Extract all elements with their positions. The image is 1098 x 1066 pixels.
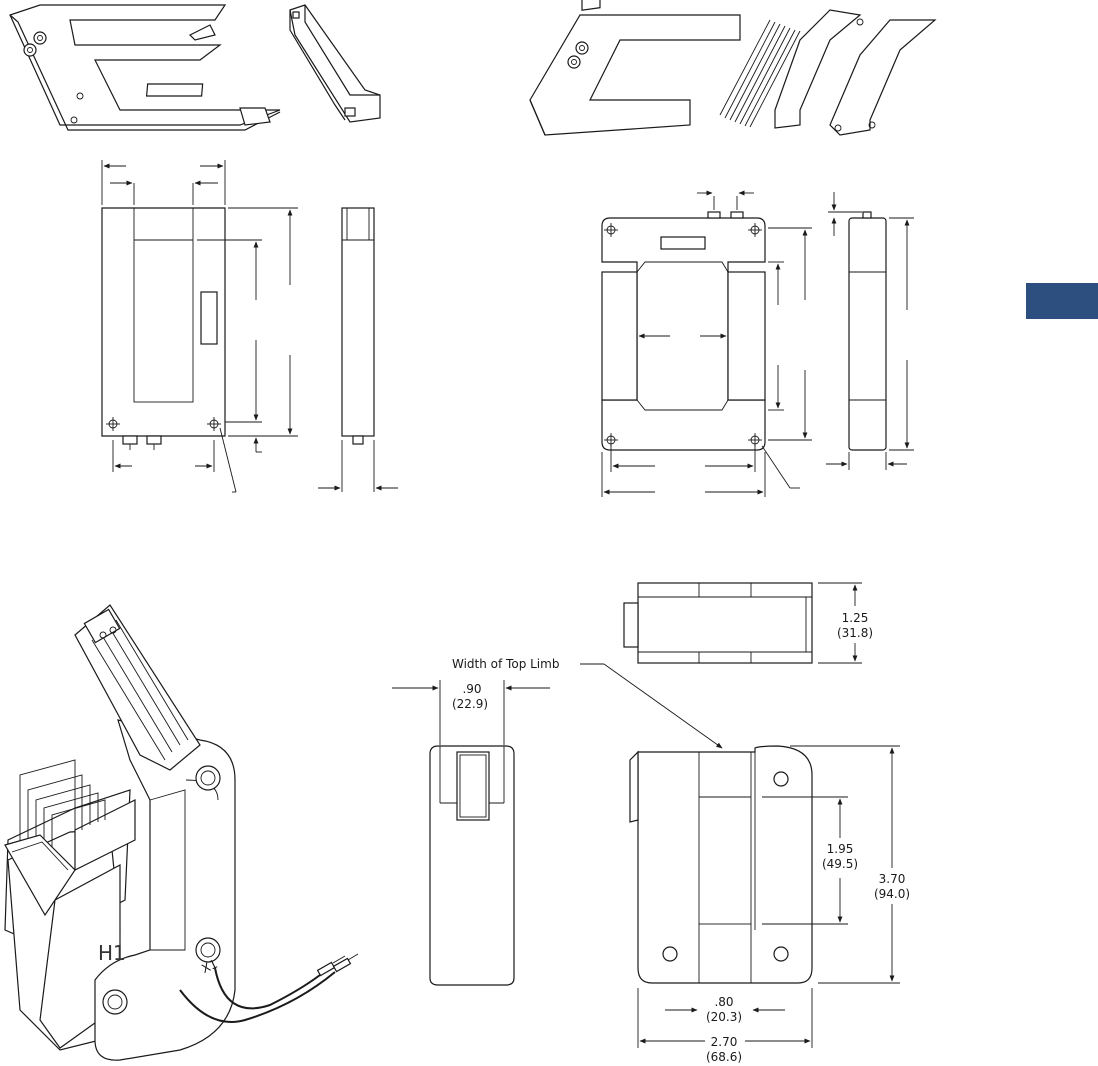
depth-inch: 1.25 [842,611,869,625]
mount-holes-right [604,223,762,447]
overall-height-inch: 3.70 [879,872,906,886]
iso-u-core-left [9,4,281,131]
top-limb-mm: (22.9) [452,697,488,711]
side-view-right [826,192,914,470]
window-height-mm: (49.5) [822,857,858,871]
side-view-left [318,207,398,492]
window-width-inch: .80 [714,995,733,1009]
overall-height-mm: (94.0) [874,887,910,901]
secondary-leads [179,953,359,1023]
front-view-bottom-right: Width of Top Limb 1.95 (49.5) 3.70 (94.0… [452,657,910,1064]
overall-width-inch: 2.70 [711,1035,738,1049]
mount-holes-left [106,417,221,431]
window-height-inch: 1.95 [827,842,854,856]
terminal-studs-left [23,31,47,57]
front-view-right [601,190,812,497]
iso-laminated-core-exploded [529,0,937,136]
page-tab [1026,283,1098,319]
front-view-left [101,160,298,493]
side-view-bottom: .90 (22.9) [392,680,550,986]
top-limb-inch: .90 [462,682,481,696]
clamp-bar-left [289,4,381,123]
ct-laminations-bottom [19,759,106,862]
callout-top-limb-width: Width of Top Limb [452,657,559,671]
overall-width-mm: (68.6) [706,1050,742,1064]
x1-marking: X1 [199,957,219,976]
lamination-stack [719,19,801,128]
window-width-mm: (20.3) [706,1010,742,1024]
h1-marking: H1 [98,941,126,965]
top-view-bottom-right: 1.25 (31.8) [623,582,873,664]
iso-split-core-ct: H1 X1 [4,604,359,1061]
depth-mm: (31.8) [837,626,873,640]
